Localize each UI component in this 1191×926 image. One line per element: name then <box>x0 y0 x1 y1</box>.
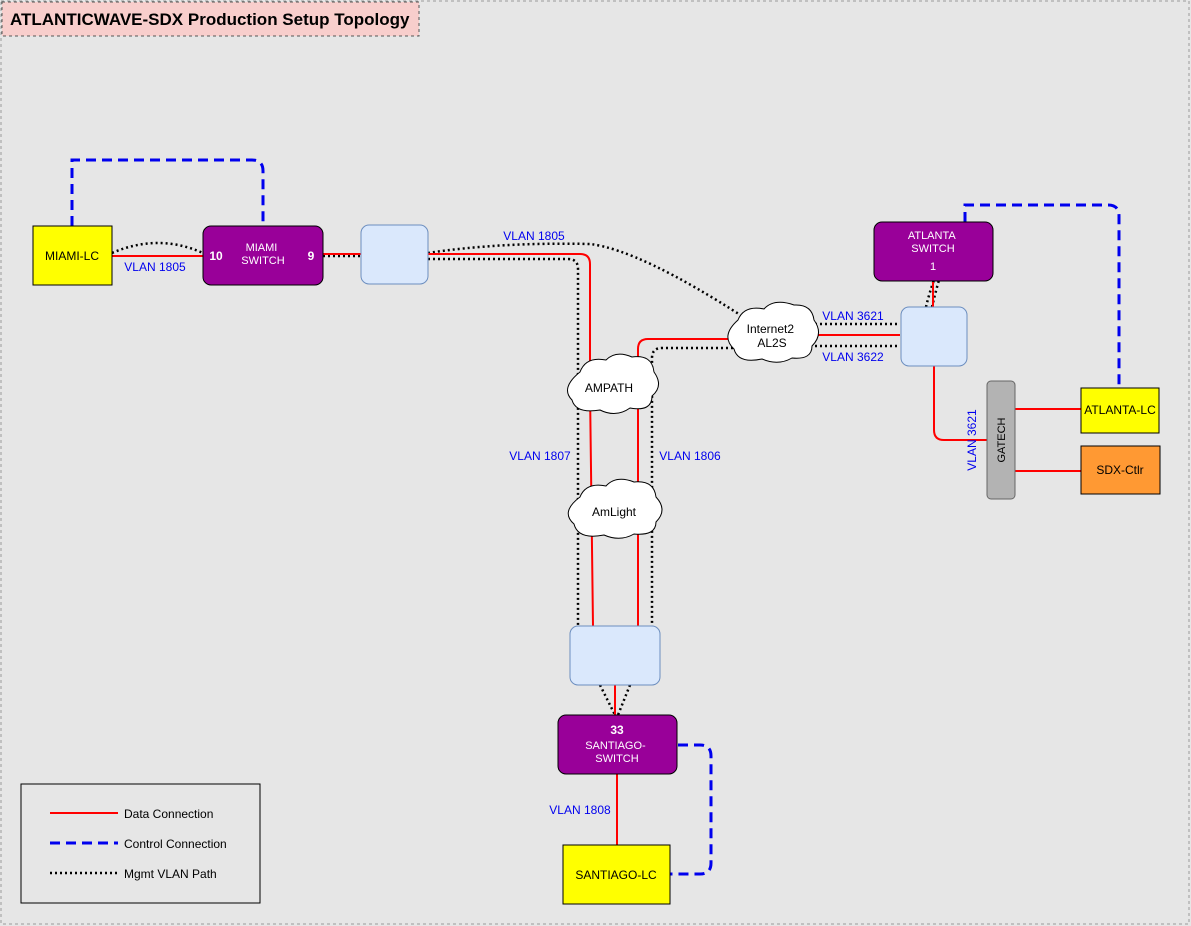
miami-port-10: 10 <box>209 249 223 263</box>
santiago-lc-label: SANTIAGO-LC <box>575 868 657 882</box>
diagram-title: ATLANTICWAVE-SDX Production Setup Topolo… <box>10 10 410 29</box>
junction-atlanta <box>900 306 968 367</box>
control-atlanta <box>963 203 1121 388</box>
cloud-internet2-line1: Internet2 <box>747 322 795 336</box>
vlan-miami-lc: VLAN 1805 <box>124 260 186 274</box>
mgmt-atl-junction-switch-b <box>930 279 941 308</box>
legend-mgmt-label: Mgmt VLAN Path <box>124 867 217 881</box>
cloud-ampath: AMPATH <box>567 353 659 414</box>
mgmt-right-vertical <box>650 346 733 626</box>
junction-santiago <box>569 625 661 686</box>
node-gatech: GATECH <box>986 380 1016 500</box>
node-atlanta-lc: ATLANTA-LC <box>1080 387 1160 434</box>
vlan-labels: VLAN 1805 VLAN 1805 VLAN 3621 VLAN 3622 … <box>124 229 979 817</box>
cloud-internet2-label: Internet2 AL2S <box>747 322 798 350</box>
legend-data-label: Data Connection <box>124 807 213 821</box>
data-left-vertical <box>428 253 594 627</box>
santiago-port-33: 33 <box>610 723 624 737</box>
cloud-amlight-label: AmLight <box>592 505 637 519</box>
santiago-switch-line1: SANTIAGO- <box>585 740 646 752</box>
node-atlanta-switch: ATLANTA SWITCH 1 <box>873 221 994 282</box>
gatech-label: GATECH <box>996 417 1008 462</box>
vlan-1806: VLAN 1806 <box>659 449 721 463</box>
junctions <box>360 224 968 686</box>
control-miami <box>70 158 265 226</box>
control-connections <box>70 158 1121 876</box>
data-atl-junction-gatech <box>933 366 987 441</box>
cloud-amlight: AmLight <box>567 478 663 539</box>
miami-switch-line2: SWITCH <box>241 255 284 267</box>
legend-box <box>20 783 261 904</box>
atlanta-switch-label: ATLANTA SWITCH <box>908 230 958 255</box>
control-santiago <box>670 743 713 876</box>
miami-port-9: 9 <box>308 249 315 263</box>
data-right-vertical <box>637 338 750 626</box>
santiago-switch-label: SANTIAGO- SWITCH <box>585 740 649 765</box>
node-santiago-lc: SANTIAGO-LC <box>562 844 671 905</box>
atlanta-lc-label: ATLANTA-LC <box>1084 403 1156 417</box>
node-miami-lc: MIAMI-LC <box>32 225 113 286</box>
mgmt-paths <box>111 241 941 716</box>
junction-miami <box>360 224 429 285</box>
cloud-internet2-line2: AL2S <box>757 336 786 350</box>
atlanta-switch-line2: SWITCH <box>911 243 954 255</box>
mgmt-sant-junction-b <box>616 684 632 716</box>
mgmt-sant-junction-a <box>598 684 617 716</box>
miami-lc-label: MIAMI-LC <box>45 249 99 263</box>
legend-control-label: Control Connection <box>124 837 227 851</box>
vlan-1807: VLAN 1807 <box>509 449 571 463</box>
vlan-miami-i2: VLAN 1805 <box>503 229 565 243</box>
miami-switch-label: MIAMI SWITCH <box>241 242 284 267</box>
node-sdx-ctlr: SDX-Ctlr <box>1080 445 1161 495</box>
node-santiago-switch: 33 SANTIAGO- SWITCH <box>557 714 678 775</box>
vlan-atl-3622: VLAN 3622 <box>822 350 884 364</box>
title-box: ATLANTICWAVE-SDX Production Setup Topolo… <box>1 1 420 37</box>
mgmt-left-vertical <box>428 257 580 626</box>
cloud-internet2: Internet2 AL2S <box>727 301 819 363</box>
vlan-gatech-3621: VLAN 3621 <box>965 409 979 471</box>
data-connections <box>112 253 1081 845</box>
vlan-1808: VLAN 1808 <box>549 803 611 817</box>
atlanta-port-1: 1 <box>930 261 936 273</box>
mgmt-miami-lc-switch <box>111 241 204 255</box>
sdx-ctlr-label: SDX-Ctlr <box>1096 463 1143 477</box>
cloud-ampath-label: AMPATH <box>585 381 633 395</box>
atlanta-switch-line1: ATLANTA <box>908 230 957 242</box>
santiago-switch-line2: SWITCH <box>595 753 638 765</box>
node-miami-switch: MIAMI SWITCH 10 9 <box>202 225 324 286</box>
legend: Data Connection Control Connection Mgmt … <box>20 783 261 904</box>
vlan-atl-3621: VLAN 3621 <box>822 309 884 323</box>
miami-switch-line1: MIAMI <box>246 242 278 254</box>
